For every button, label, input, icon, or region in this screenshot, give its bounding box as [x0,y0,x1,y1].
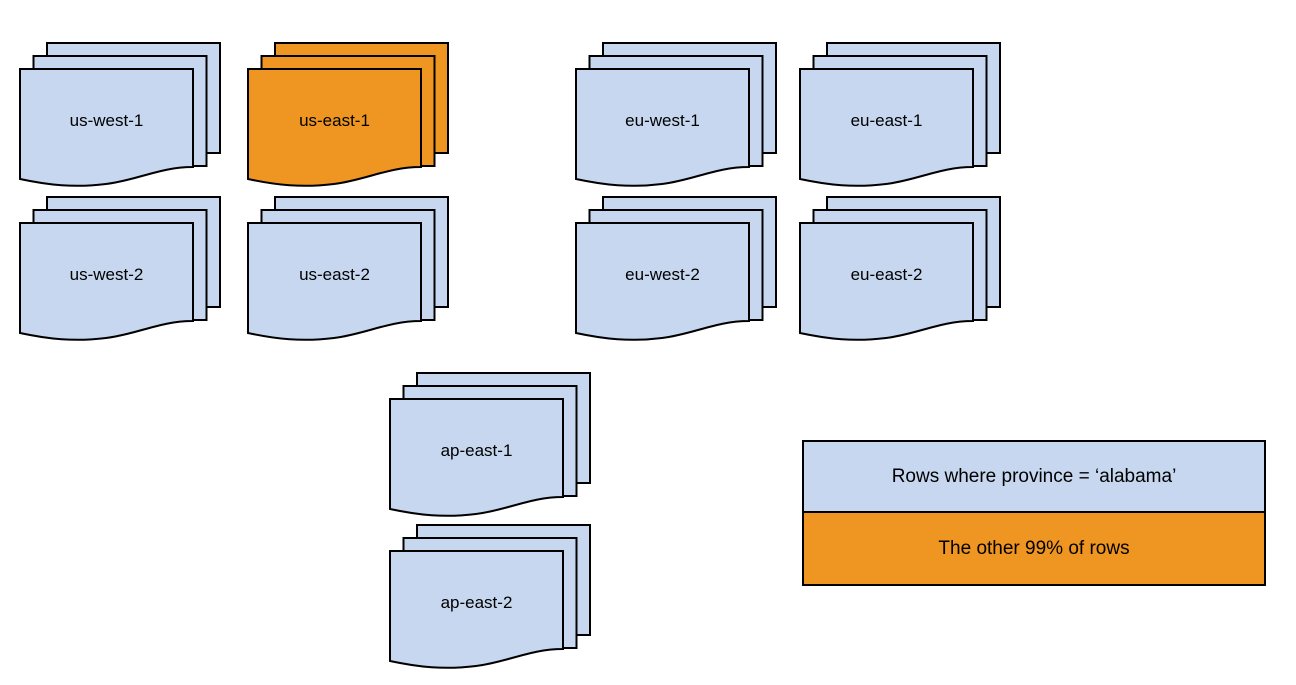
legend-orange: The other 99% of rows [804,513,1264,584]
document-stack-shape [799,42,1001,187]
document-stack-ap-east-2[interactable]: ap-east-2 [389,524,608,685]
document-stack-eu-east-2[interactable]: eu-east-2 [799,196,1018,357]
document-sheet-front [575,222,750,341]
document-stack-eu-west-1[interactable]: eu-west-1 [575,42,794,203]
document-sheet-front [247,222,422,341]
document-stack-shape [247,42,449,187]
document-stack-us-west-2[interactable]: us-west-2 [19,196,238,357]
document-stack-shape [575,196,777,341]
document-stack-us-west-1[interactable]: us-west-1 [19,42,238,203]
document-stack-shape [247,196,449,341]
document-sheet-front [575,68,750,187]
document-stack-shape [389,524,591,669]
document-sheet-front [389,550,564,669]
document-stack-shape [19,196,221,341]
document-stack-shape [19,42,221,187]
document-stack-us-east-2[interactable]: us-east-2 [247,196,466,357]
document-sheet-front [799,68,974,187]
legend-blue-label: Rows where province = ‘alabama’ [891,465,1177,487]
document-stack-shape [799,196,1001,341]
legend-orange-label: The other 99% of rows [938,537,1130,559]
document-sheet-front [19,222,194,341]
document-stack-eu-east-1[interactable]: eu-east-1 [799,42,1018,203]
document-sheet-front [389,398,564,517]
document-stack-shape [575,42,777,187]
legend: Rows where province = ‘alabama’ The other… [802,440,1266,586]
legend-blue: Rows where province = ‘alabama’ [804,442,1264,513]
document-sheet-front [247,68,422,187]
document-sheet-front [799,222,974,341]
document-stack-us-east-1[interactable]: us-east-1 [247,42,466,203]
document-stack-eu-west-2[interactable]: eu-west-2 [575,196,794,357]
document-sheet-front [19,68,194,187]
document-stack-ap-east-1[interactable]: ap-east-1 [389,372,608,533]
document-stack-shape [389,372,591,517]
